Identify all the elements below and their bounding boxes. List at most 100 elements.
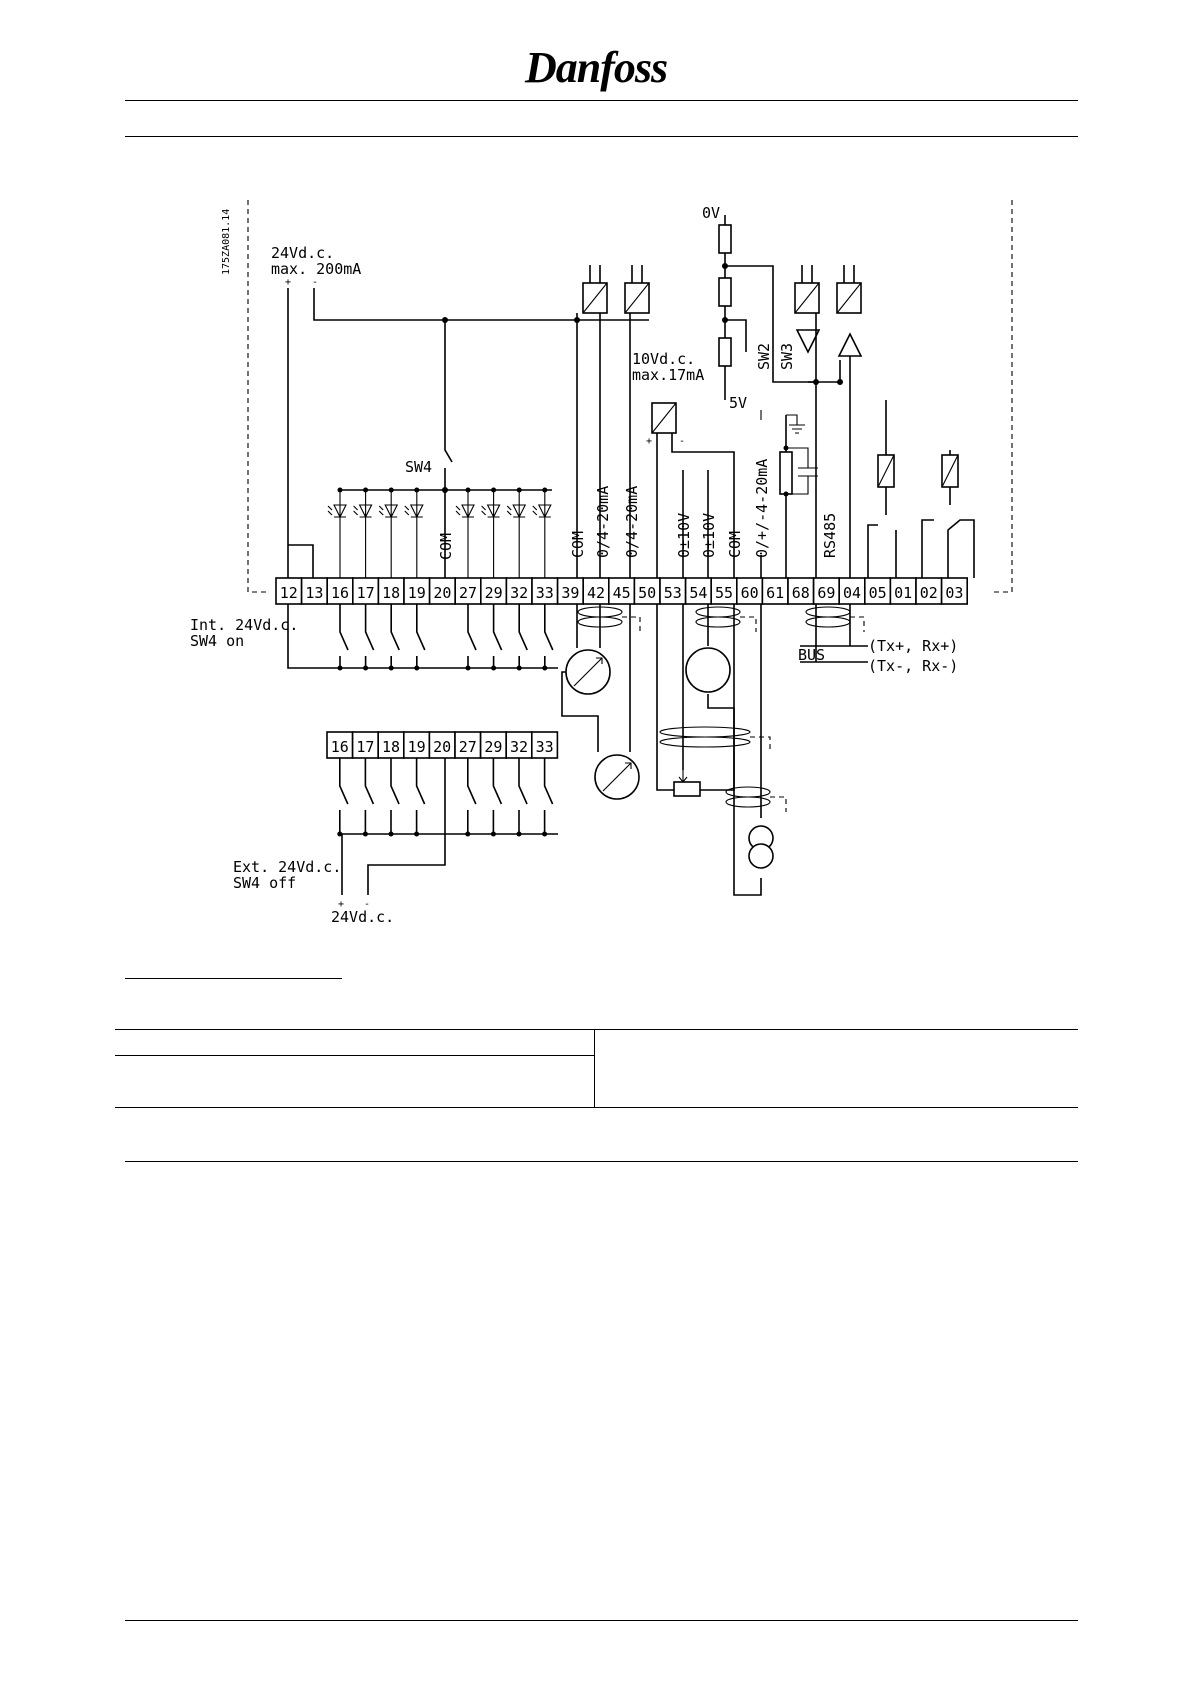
rs485-receiver: [837, 332, 863, 357]
rs485-bias: [808, 360, 841, 383]
junction: [442, 487, 448, 493]
zero-v-label: 0V: [702, 204, 720, 222]
footer-rule: [125, 1620, 1078, 1621]
supply-minus-sign: -: [312, 277, 318, 288]
junction: [542, 487, 548, 493]
ext-supply-label: Ext. 24Vd.c.: [233, 858, 341, 876]
main-terminal-label: 05: [869, 584, 887, 602]
bus-label: BUS: [798, 646, 825, 664]
ext-24v-label: 24Vd.c.: [331, 908, 394, 926]
input-switch: [467, 604, 477, 668]
junction: [337, 831, 343, 837]
potentiometer-wire: [656, 604, 735, 791]
rs485-isolators: [794, 265, 862, 314]
junction: [337, 665, 343, 671]
junction: [363, 665, 369, 671]
table-rule-top: [115, 1029, 1078, 1030]
rs485-label: RS485: [821, 513, 839, 558]
int-supply-label: Int. 24Vd.c.: [190, 616, 298, 634]
ext-terminal-label: 18: [382, 738, 400, 756]
input-switch: [364, 758, 375, 834]
optocoupler-light-arrow: [481, 505, 486, 516]
bias-wire-mid: [725, 319, 747, 352]
supply-max-label: max. 200mA: [271, 260, 361, 278]
main-terminal-54: [684, 577, 712, 605]
ext-terminal-label: 17: [356, 738, 374, 756]
main-terminal-19: [403, 577, 431, 605]
main-terminal-label: 27: [459, 584, 477, 602]
sw3-label: SW3: [778, 343, 796, 370]
optocoupler-diode: [461, 490, 475, 578]
main-terminal-label: 18: [382, 584, 400, 602]
ref-com-wire: [671, 433, 735, 578]
junction: [388, 487, 394, 493]
optocoupler-light-arrow: [353, 505, 358, 516]
main-terminal-label: 55: [715, 584, 733, 602]
optocoupler-diode: [537, 490, 552, 578]
ext-minus-wire: [367, 758, 446, 895]
input-switch: [543, 758, 554, 834]
optocoupler-light-arrow: [378, 505, 384, 516]
drawing-number: 175ZA081.14: [221, 209, 232, 275]
input-switch: [390, 604, 400, 668]
com-55-label: COM: [726, 531, 744, 558]
danfoss-logo: Danfoss: [525, 40, 675, 92]
potentiometer: [673, 781, 701, 797]
com-20-label: COM: [437, 533, 455, 560]
rs485-driver: [795, 329, 821, 354]
main-terminal-label: 17: [357, 584, 375, 602]
main-terminal-label: 50: [638, 584, 656, 602]
main-terminal-label: 02: [920, 584, 938, 602]
main-terminal-label: 45: [613, 584, 631, 602]
relay-2: [921, 450, 975, 578]
voltage-source: [685, 647, 731, 693]
optocoupler-diode: [512, 490, 527, 578]
junction: [783, 491, 789, 497]
main-terminal-04: [838, 577, 866, 605]
ext-terminal-18: [377, 731, 405, 759]
bus-wires: [800, 604, 868, 663]
junction: [337, 487, 343, 493]
chassis-ground: [786, 414, 805, 434]
supply-24v-label: 24Vd.c.: [271, 244, 334, 262]
voltage-source-wire: [707, 604, 735, 709]
current-source-wire: [733, 604, 762, 896]
ext-terminal-label: 16: [331, 738, 349, 756]
ref-plus-sign: +: [646, 436, 652, 447]
current-source: [748, 843, 774, 869]
input-switch: [415, 758, 426, 834]
junction: [491, 487, 497, 493]
junction: [363, 487, 369, 493]
ref-minus-sign: -: [679, 436, 685, 447]
meter-1-wire: [576, 604, 601, 648]
input-switch: [518, 604, 528, 668]
tx-minus-label: (Tx-, Rx-): [868, 657, 958, 675]
optocoupler-diode: [358, 490, 373, 578]
input-switch: [416, 604, 426, 668]
main-terminal-label: 33: [536, 584, 554, 602]
sw2-label: SW2: [755, 343, 773, 370]
optocoupler-diode: [409, 490, 424, 578]
junction: [722, 317, 728, 323]
shunt-resistor: [779, 451, 793, 495]
divider-resistor: [718, 277, 732, 307]
junction: [414, 665, 420, 671]
junction: [542, 665, 548, 671]
main-terminal-label: 03: [945, 584, 963, 602]
divider-resistor: [718, 224, 732, 254]
external-supply-switches: [337, 758, 554, 837]
sw4-wire: [444, 320, 453, 578]
main-terminal-05: [863, 577, 892, 605]
main-terminal-32: [505, 577, 533, 605]
shunt-capacitor: [786, 447, 818, 495]
optocoupler-light-arrow: [532, 505, 538, 516]
ext-minus-sign: -: [364, 899, 370, 910]
meter-2-wire: [561, 604, 631, 752]
optocoupler-light-arrow: [404, 505, 410, 516]
main-terminal-label: 60: [741, 584, 759, 602]
divider-resistor: [718, 337, 732, 367]
optocoupler-diode: [384, 490, 399, 578]
in-53-label: 0±10V: [675, 513, 693, 558]
main-terminal-27: [454, 577, 482, 605]
enclosure-left: [247, 200, 268, 593]
